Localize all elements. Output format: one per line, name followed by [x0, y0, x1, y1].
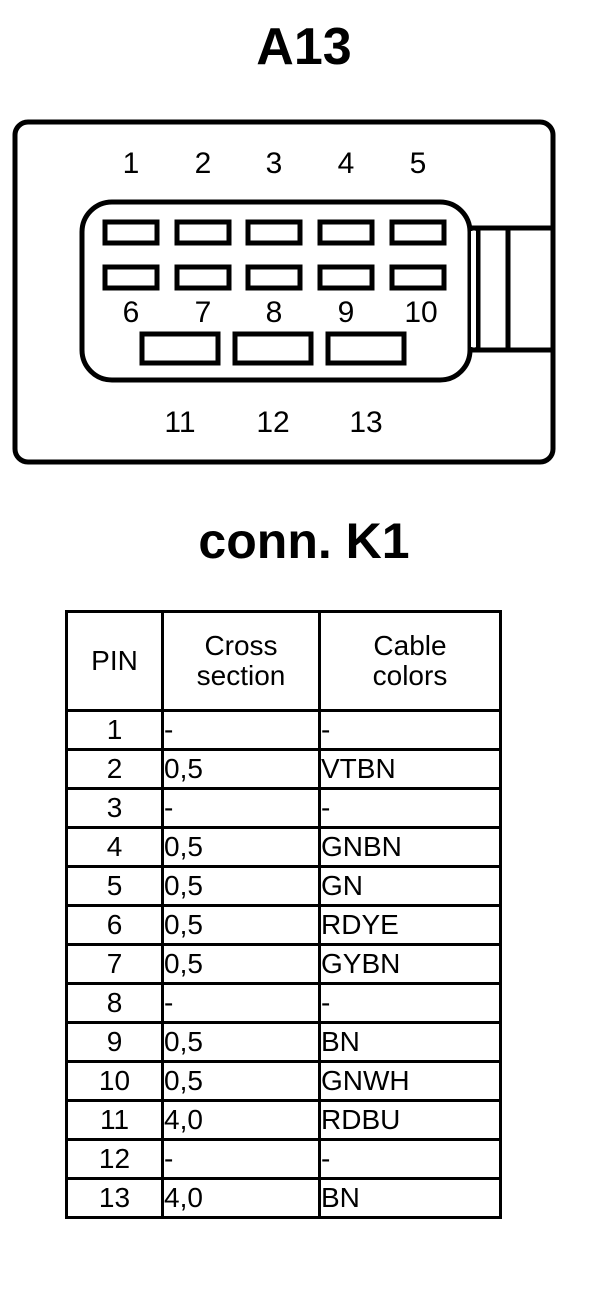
cell-pin: 5 [65, 865, 164, 907]
pin-slot-row-top [102, 219, 447, 246]
pin-number-12: 12 [256, 406, 290, 439]
table-title: conn. K1 [198, 513, 410, 569]
pin-slot-2 [174, 219, 232, 246]
cell-pin: 2 [65, 748, 164, 790]
pin-number-7: 7 [194, 296, 212, 329]
column-header-cross-section-line-1: Cross [204, 630, 278, 662]
cell-cable-colors: VTBN [318, 748, 502, 790]
pin-slot-8 [245, 264, 303, 291]
connector-latch-tab-overlay [470, 225, 553, 353]
cell-pin: 9 [65, 1021, 164, 1063]
pin-number-8: 8 [265, 296, 283, 329]
cell-cross-section: - [161, 982, 321, 1024]
column-header-pin-line-1: PIN [91, 645, 138, 677]
pin-slot-row-middle [102, 264, 447, 291]
cell-cable-colors: - [318, 1138, 502, 1180]
table-row: 11 4,0 RDBU [65, 1099, 502, 1141]
table-row: 5 0,5 GN [65, 865, 502, 907]
column-header-cable-colors-line-2: colors [372, 660, 448, 691]
pin-number-1: 1 [122, 147, 140, 180]
pin-number-11: 11 [164, 406, 196, 439]
pin-number-5: 5 [409, 147, 427, 180]
cell-pin: 7 [65, 943, 164, 985]
cell-cross-section: 0,5 [161, 865, 321, 907]
cell-cross-section: 0,5 [161, 826, 321, 868]
table-row: 10 0,5 GNWH [65, 1060, 502, 1102]
cell-cable-colors: GNWH [318, 1060, 502, 1102]
cell-cross-section: 0,5 [161, 1021, 321, 1063]
cell-pin: 6 [65, 904, 164, 946]
table-row: 7 0,5 GYBN [65, 943, 502, 985]
pin-slot-4 [317, 219, 375, 246]
pin-slot-11 [139, 331, 221, 366]
cell-cross-section: 4,0 [161, 1099, 321, 1141]
cell-pin: 12 [65, 1138, 164, 1180]
pin-number-3: 3 [265, 147, 283, 180]
cell-cable-colors: RDYE [318, 904, 502, 946]
table-row: 8 - - [65, 982, 502, 1024]
cell-cable-colors: - [318, 787, 502, 829]
cell-pin: 10 [65, 1060, 164, 1102]
pin-slot-10 [389, 264, 447, 291]
cell-cross-section: - [161, 709, 321, 751]
pin-number-2: 2 [194, 147, 212, 180]
table-row: 1 - - [65, 709, 502, 751]
pin-number-9: 9 [337, 296, 355, 329]
table-header-row: PIN Cross section Cable colors [65, 610, 502, 712]
cell-pin: 4 [65, 826, 164, 868]
table-row: 12 - - [65, 1138, 502, 1180]
cell-pin: 3 [65, 787, 164, 829]
table-row: 9 0,5 BN [65, 1021, 502, 1063]
table-row: 13 4,0 BN [65, 1177, 502, 1219]
cell-cable-colors: - [318, 709, 502, 751]
table-row: 6 0,5 RDYE [65, 904, 502, 946]
table-row: 2 0,5 VTBN [65, 748, 502, 790]
pin-slot-row-bottom [139, 331, 407, 366]
page-title: A13 [256, 18, 352, 76]
cell-cross-section: 0,5 [161, 1060, 321, 1102]
cell-cable-colors: - [318, 982, 502, 1024]
cell-cross-section: - [161, 787, 321, 829]
cell-cross-section: - [161, 1138, 321, 1180]
cell-cross-section: 0,5 [161, 748, 321, 790]
cell-cross-section: 0,5 [161, 904, 321, 946]
pin-number-6: 6 [122, 296, 140, 329]
cell-cable-colors: RDBU [318, 1099, 502, 1141]
table-row: 4 0,5 GNBN [65, 826, 502, 868]
cell-cross-section: 4,0 [161, 1177, 321, 1219]
column-header-pin: PIN [65, 610, 164, 712]
pin-slot-6 [102, 264, 160, 291]
cell-cable-colors: GN [318, 865, 502, 907]
pin-slot-7 [174, 264, 232, 291]
cell-cable-colors: GYBN [318, 943, 502, 985]
pin-number-4: 4 [337, 147, 355, 180]
column-header-cross-section-line-2: section [196, 660, 286, 691]
cell-cross-section: 0,5 [161, 943, 321, 985]
cell-cable-colors: BN [318, 1177, 502, 1219]
connector-diagram: 1 2 3 4 5 6 7 8 9 10 11 12 13 [0, 108, 608, 478]
pin-slot-12 [232, 331, 314, 366]
cell-pin: 1 [65, 709, 164, 751]
table-row: 3 - - [65, 787, 502, 829]
pin-slot-9 [317, 264, 375, 291]
pin-slot-3 [245, 219, 303, 246]
column-header-cross-section: Cross section [161, 610, 321, 712]
column-header-cable-colors: Cable colors [318, 610, 502, 712]
pin-slot-13 [325, 331, 407, 366]
pin-number-10: 10 [404, 296, 438, 329]
cell-pin: 13 [65, 1177, 164, 1219]
cell-cable-colors: GNBN [318, 826, 502, 868]
cell-pin: 11 [65, 1099, 164, 1141]
cell-pin: 8 [65, 982, 164, 1024]
cell-cable-colors: BN [318, 1021, 502, 1063]
pin-slot-1 [102, 219, 160, 246]
column-header-cable-colors-line-1: Cable [373, 630, 447, 662]
pin-assignment-table: PIN Cross section Cable colors 1 - - 2 0… [65, 610, 502, 1219]
pin-number-13: 13 [349, 406, 383, 439]
pin-slot-5 [389, 219, 447, 246]
